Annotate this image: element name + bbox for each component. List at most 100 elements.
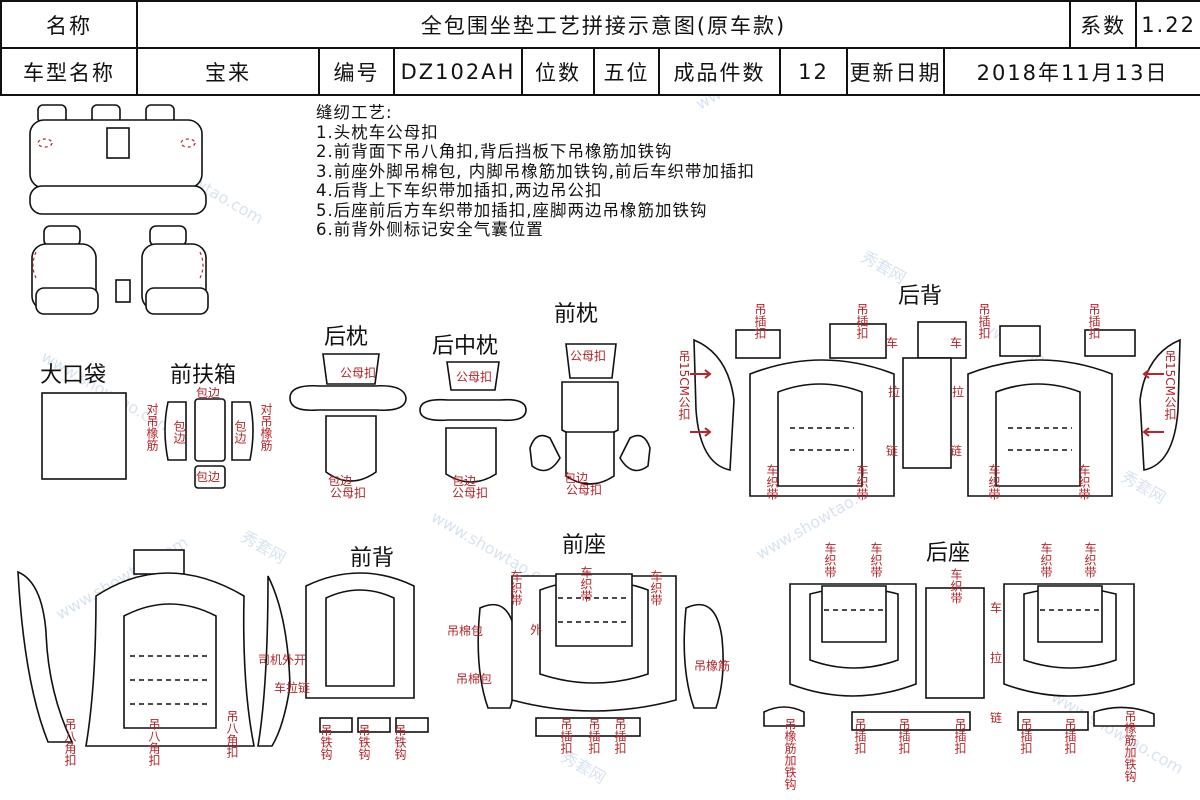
updated-value: 2018年11月13日 [942, 47, 1200, 96]
note-bao-bian: 包边 [564, 471, 588, 485]
note-bao-bian: 包边 [233, 420, 247, 445]
section-title-rear-headrest: 后枕 [324, 325, 368, 350]
note-lian: 链 [886, 443, 898, 458]
note-la: 拉 [990, 650, 1002, 665]
section-title-front-back: 前背 [350, 546, 394, 571]
watermark-brand: 秀套网 [1118, 467, 1169, 507]
seats-label: 位数 [521, 47, 595, 96]
arrow-left-icon [1142, 369, 1164, 379]
seats-value: 五位 [593, 47, 660, 96]
section-title-rear-back: 后背 [898, 284, 942, 309]
note-bao-bian: 包边 [172, 420, 186, 445]
note-diao-xiangjin-jia-tiegou: 吊橡筋加铁钩 [783, 718, 797, 791]
note-wai: 外 [530, 623, 542, 637]
coef-value: 1.22 [1135, 0, 1200, 49]
pieces-label: 成品件数 [658, 47, 781, 96]
note-diao-15cm-kou: 吊15CM公扣 [1163, 350, 1177, 421]
note-diao-mian-bao: 吊棉包 [447, 624, 483, 638]
name-label: 名称 [0, 0, 138, 49]
note-diao-cha-kou: 吊插扣 [1063, 718, 1077, 755]
header-table: 名称 全包围坐垫工艺拼接示意图(原车款) 系数 1.22 车型名称 宝来 编号 … [0, 0, 1200, 96]
note-che: 车 [886, 335, 898, 350]
front-headrest-pieces [529, 343, 651, 485]
note-diao-xiang-jin: 吊橡筋 [694, 658, 730, 673]
note-che-la-lian: 车拉链 [274, 680, 310, 695]
note-che: 车 [990, 600, 1002, 615]
note-diao-ba-jiao-kou: 吊八角扣 [225, 710, 239, 759]
note-che-zhi-dai: 车织带 [1039, 541, 1053, 578]
rear-mid-headrest-pieces [419, 361, 527, 483]
note-bao-bian: 包边 [196, 470, 220, 484]
note-diao-cha-kou: 吊插扣 [897, 718, 911, 755]
rear-headrest-pieces [289, 353, 407, 482]
pieces-value: 12 [779, 47, 848, 96]
note-la: 拉 [888, 384, 900, 399]
note-bao-bian: 包边 [452, 474, 476, 488]
note-gong-mu-kou: 公母扣 [452, 486, 488, 500]
watermark-brand: 秀套网 [858, 247, 909, 287]
coef-label: 系数 [1069, 0, 1138, 49]
sewing-title: 缝纫工艺: [316, 103, 393, 122]
note-dui-diao-xiangjin: 对吊橡筋 [145, 403, 159, 452]
section-title-front-headrest: 前枕 [554, 302, 598, 327]
note-diao-cha-kou: 吊插扣 [855, 303, 869, 340]
sewing-step: 6.前背外侧标记安全气囊位置 [316, 220, 544, 239]
section-title-rear-seat: 后座 [926, 541, 970, 566]
note-bao-bian: 包边 [328, 474, 352, 488]
code-label: 编号 [318, 47, 395, 96]
model-value: 宝来 [136, 47, 320, 96]
note-che-zhi-dai: 车织带 [1083, 541, 1097, 578]
note-diao-tie-gou: 吊铁钩 [319, 724, 333, 761]
sewing-step: 2.前背面下吊八角扣,背后挡板下吊橡筋加铁钩 [316, 142, 673, 161]
note-diao-cha-kou: 吊插扣 [613, 718, 627, 755]
sewing-step: 3.前座外脚吊棉包, 内脚吊橡筋加铁钩,前后车织带加插扣 [316, 161, 755, 181]
note-diao-cha-kou: 吊插扣 [1087, 303, 1101, 340]
note-che-zhi-dai: 车织带 [869, 541, 883, 578]
watermark-text: www.showtao.com [693, 96, 832, 113]
model-label: 车型名称 [0, 47, 138, 96]
note-diao-cha-kou: 吊插扣 [977, 303, 991, 340]
note-lian: 链 [950, 443, 962, 458]
section-title-big-pocket: 大口袋 [40, 363, 106, 388]
note-diao-cha-kou: 吊插扣 [853, 718, 867, 755]
note-che-zhi-dai: 车织带 [987, 463, 1001, 500]
note-gong-mu-kou: 公母扣 [340, 366, 376, 380]
note-che-zhi-dai: 车织带 [1077, 463, 1091, 500]
note-diao-ba-jiao-kou: 吊八角扣 [63, 718, 77, 767]
note-si-ji-wai-kai: 司机外开 [258, 653, 306, 667]
note-che-zhi-dai: 车织带 [855, 463, 869, 500]
note-che: 车 [950, 335, 962, 350]
big-pocket-piece [41, 392, 127, 480]
section-title-front-seat: 前座 [562, 533, 606, 558]
note-gong-mu-kou: 公母扣 [330, 486, 366, 500]
seat-overview [29, 104, 209, 315]
front-back-pieces [17, 549, 429, 747]
note-diao-15cm-kou: 吊15CM公扣 [677, 350, 691, 421]
updated-label: 更新日期 [846, 47, 945, 96]
sewing-step: 4.后背上下车织带加插扣,两边吊公扣 [316, 181, 603, 200]
rear-seat-pieces [763, 583, 1155, 731]
note-che-zhi-dai: 车织带 [765, 463, 779, 500]
note-diao-cha-kou: 吊插扣 [1019, 718, 1033, 755]
note-diao-cha-kou: 吊插扣 [753, 303, 767, 340]
note-diao-cha-kou: 吊插扣 [587, 718, 601, 755]
watermark-brand: 秀套网 [238, 527, 289, 567]
note-diao-cha-kou: 吊插扣 [953, 718, 967, 755]
pattern-diagram: www.showtao.com www.showtao.com www.show… [17, 96, 1187, 791]
note-diao-cha-kou: 吊插扣 [559, 718, 573, 755]
rear-back-pieces [693, 321, 1181, 497]
note-diao-tie-gou: 吊铁钩 [393, 724, 407, 761]
note-che-zhi-dai: 车织带 [823, 541, 837, 578]
note-che-zhi-dai: 车织带 [579, 565, 593, 602]
note-diao-ba-jiao-kou: 吊八角扣 [147, 718, 161, 767]
note-dui-diao-xiangjin: 对吊橡筋 [259, 403, 273, 452]
note-bao-bian: 包边 [196, 386, 220, 400]
front-seat-pieces [477, 573, 724, 737]
sewing-step: 5.后座前后方车织带加插扣,座脚两边吊橡筋加铁钩 [316, 200, 708, 220]
note-gong-mu-kou: 公母扣 [456, 370, 492, 384]
section-title-rear-mid-headrest: 后中枕 [432, 334, 498, 359]
armrest-pieces [164, 398, 254, 489]
note-la: 拉 [952, 384, 964, 399]
arrow-right-icon [690, 427, 712, 437]
sewing-step: 1.头枕车公母扣 [316, 122, 439, 142]
